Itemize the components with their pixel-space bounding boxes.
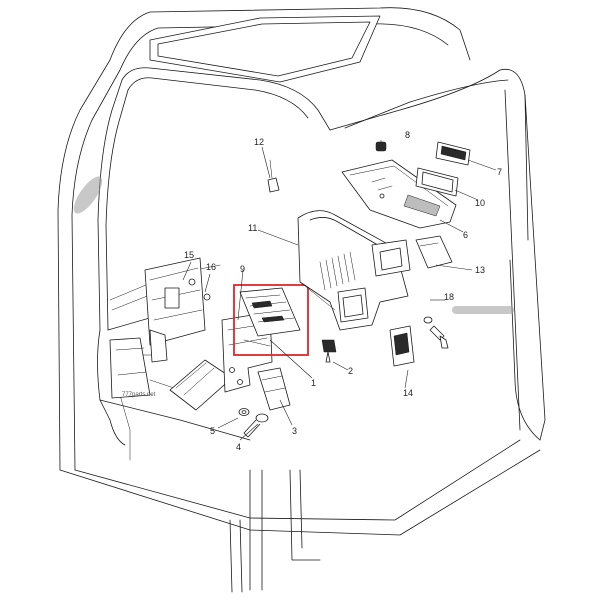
watermark-text: 777parts.net [122, 392, 156, 398]
cab-frame [57, 7, 546, 593]
callout-9: 9 [240, 264, 245, 274]
part-10-display [415, 167, 459, 197]
part-8-knob [375, 141, 387, 152]
part-6-upper-panel [341, 159, 457, 229]
part-12-clip [267, 159, 280, 193]
callout-14: 14 [403, 388, 413, 398]
part-7-switch-panel [435, 141, 471, 166]
highlighted-control-unit [239, 287, 301, 347]
callout-8: 8 [405, 130, 410, 140]
callout-13: 13 [475, 265, 485, 275]
leader-lines [182, 140, 497, 441]
callout-11: 11 [248, 223, 257, 233]
callout-15: 15 [184, 250, 194, 260]
part-2-bolt [321, 339, 337, 363]
callout-16: 16 [206, 262, 216, 272]
part-11-console-cover [297, 210, 409, 331]
callout-labels: 1 2 3 4 5 6 7 8 9 10 11 12 13 14 15 16 1… [184, 130, 502, 452]
callout-12: 12 [254, 137, 264, 147]
part-14-switch [389, 325, 415, 367]
callout-18: 18 [444, 292, 454, 302]
callout-10: 10 [475, 198, 485, 208]
highlight-box [233, 284, 309, 356]
part-18-screw [423, 316, 449, 349]
console-bracket-assembly [109, 257, 233, 411]
callout-4: 4 [236, 442, 241, 452]
callout-6: 6 [463, 230, 468, 240]
part-13-duct [371, 235, 453, 277]
callout-7: 7 [497, 167, 502, 177]
callout-2: 2 [348, 366, 353, 376]
part-5-washer [238, 408, 250, 416]
blurred-mark-left [73, 176, 103, 214]
callout-3: 3 [292, 426, 297, 436]
blurred-mark-right [452, 306, 514, 314]
callout-1: 1 [311, 378, 316, 388]
callout-5: 5 [210, 426, 215, 436]
part-3-bracket [257, 367, 291, 411]
